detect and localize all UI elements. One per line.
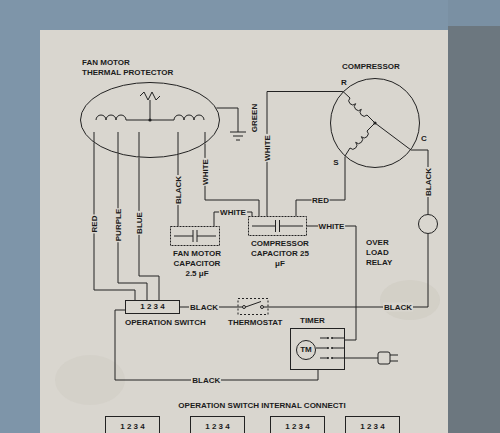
wire-color: BLACK xyxy=(174,175,183,205)
compressor-capacitor: COMPRESSOR CAPACITOR 25 μF xyxy=(248,216,312,269)
compressor-outline xyxy=(330,78,420,168)
body-block: 1 2 3 4 xyxy=(270,416,325,433)
wire-color: BLACK xyxy=(424,167,433,197)
timer-outline: TM xyxy=(290,328,345,370)
label-block: COMPRESSOR xyxy=(342,62,422,72)
wire xyxy=(115,310,318,380)
component-label: OVER LOAD RELAY xyxy=(366,238,408,268)
body-block: TM xyxy=(296,340,316,360)
timer-symbol xyxy=(290,328,345,370)
terminal-numbers: 1 2 3 4 xyxy=(360,422,384,432)
label-block: OVER LOAD RELAY xyxy=(366,238,408,268)
switch-connection-box: 1 2 3 4 xyxy=(105,416,160,433)
wire xyxy=(94,143,135,300)
side-panel-top xyxy=(448,0,500,26)
switch-connection-box-outline: 1 2 3 4 xyxy=(190,416,245,433)
wire-color: BLACK xyxy=(383,303,413,312)
wire-color: WHITE xyxy=(219,208,247,217)
label-block: THERMOSTAT xyxy=(228,318,300,328)
wire-color: BLUE xyxy=(135,211,144,235)
thermostat-symbol xyxy=(228,298,278,316)
timer-motor: TM xyxy=(296,340,316,360)
wire xyxy=(296,157,345,216)
thermostat-outline xyxy=(228,298,278,316)
plug-symbol xyxy=(378,352,390,364)
wire-color: GREEN xyxy=(250,103,259,133)
wire-color: BLACK xyxy=(191,376,221,385)
plug-prongs xyxy=(390,355,398,361)
component-label: OPERATION SWITCH xyxy=(125,318,237,328)
switch-connection-box-outline: 1 2 3 4 xyxy=(270,416,325,433)
wire-color: WHITE xyxy=(318,222,346,231)
wire xyxy=(267,92,343,217)
terminal-label: S xyxy=(332,158,339,167)
body-block: 1 2 3 4 xyxy=(125,300,180,314)
label-block: OPERATION SWITCH xyxy=(125,318,237,328)
label-block: TIMER xyxy=(300,316,345,326)
terminal-label: C xyxy=(420,134,428,143)
terminal-numbers: 1 2 3 4 xyxy=(140,302,164,312)
stain xyxy=(380,280,440,320)
component-label: COMPRESSOR xyxy=(342,62,422,72)
switch-connection-box-outline: 1 2 3 4 xyxy=(345,416,400,433)
component-label: THERMOSTAT xyxy=(228,318,300,328)
overload-relay-outline xyxy=(418,214,438,234)
compressor-capacitor-symbol xyxy=(248,216,307,236)
component-label: TIMER xyxy=(300,316,345,326)
operation-switch: 1 2 3 4 OPERATION SWITCH xyxy=(125,300,237,328)
wire-color: WHITE xyxy=(201,158,210,186)
wire-color: RED xyxy=(90,214,99,233)
component-label: THERMAL PROTECTOR xyxy=(82,68,212,78)
fan-motor-capacitor-outline xyxy=(170,226,220,246)
component-label: FAN MOTOR xyxy=(82,58,212,68)
label-block: FAN MOTORTHERMAL PROTECTOR xyxy=(82,58,212,78)
wire-color: RED xyxy=(311,196,330,205)
terminal-numbers: TM xyxy=(300,345,312,355)
side-panel xyxy=(448,0,500,433)
timer: TM TIMER xyxy=(290,316,345,370)
ground-symbol xyxy=(230,132,246,140)
fan-motor-capacitor: FAN MOTOR CAPACITOR 2.5 μF xyxy=(170,226,224,279)
body-block: 1 2 3 4 xyxy=(345,416,400,433)
component-label: FAN MOTOR CAPACITOR 2.5 μF xyxy=(170,249,224,279)
switch-connection-box: 1 2 3 4 xyxy=(270,416,325,433)
switch-connection-box: 1 2 3 4 xyxy=(190,416,245,433)
switch-connection-box: 1 2 3 4 xyxy=(345,416,400,433)
fan-motor-outline xyxy=(80,82,220,158)
overload-relay-symbol xyxy=(418,214,438,234)
body-block: 1 2 3 4 xyxy=(190,416,245,433)
terminal-numbers: 1 2 3 4 xyxy=(205,422,229,432)
operation-switch-outline: 1 2 3 4 xyxy=(125,300,180,314)
overload-relay: OVER LOAD RELAY xyxy=(366,214,438,268)
fan-motor-capacitor-symbol xyxy=(170,226,220,246)
wire xyxy=(205,144,259,216)
fan-motor: FAN MOTORTHERMAL PROTECTOR xyxy=(70,58,220,158)
wire-color: PURPLE xyxy=(114,208,123,242)
terminal-numbers: 1 2 3 4 xyxy=(120,422,144,432)
wire-color: BLACK xyxy=(189,303,219,312)
section-title: OPERATION SWITCH INTERNAL CONNECTI xyxy=(177,401,346,410)
label-block: FAN MOTOR CAPACITOR 2.5 μF xyxy=(170,249,224,279)
thermostat: THERMOSTAT xyxy=(228,298,300,328)
terminal-numbers: 1 2 3 4 xyxy=(285,422,309,432)
terminal-label: R xyxy=(340,78,348,87)
power-cord xyxy=(345,358,378,359)
switch-connection-box-outline: 1 2 3 4 xyxy=(105,416,160,433)
fan-motor-symbol xyxy=(80,82,220,158)
label-block: COMPRESSOR CAPACITOR 25 μF xyxy=(248,239,312,269)
timer-motor-outline: TM xyxy=(296,340,316,360)
paper-label xyxy=(40,30,448,433)
compressor-capacitor-outline xyxy=(248,216,307,236)
body-block: 1 2 3 4 xyxy=(105,416,160,433)
compressor-symbol xyxy=(330,78,420,168)
wire-color: WHITE xyxy=(263,134,272,162)
component-label: COMPRESSOR CAPACITOR 25 μF xyxy=(248,239,312,269)
